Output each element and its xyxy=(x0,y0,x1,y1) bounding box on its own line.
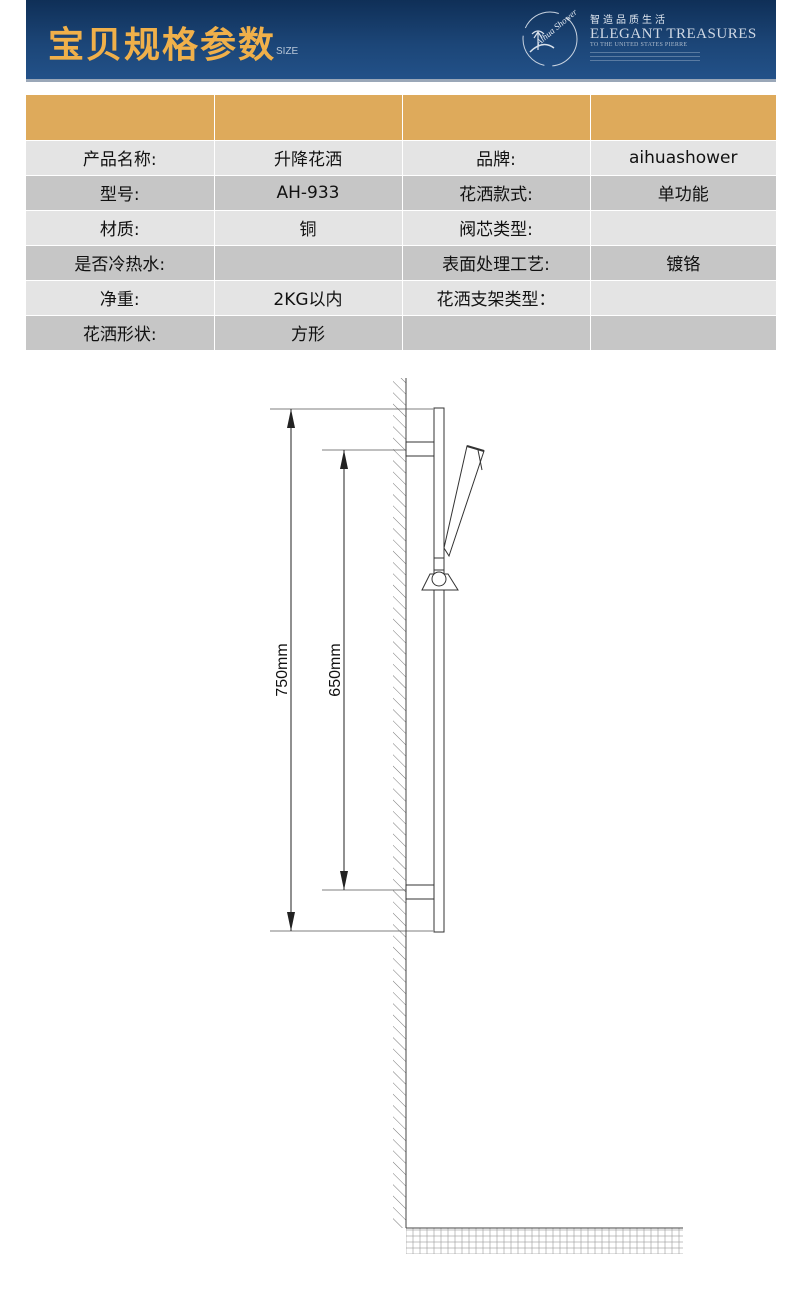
spec-value xyxy=(590,210,776,246)
wall xyxy=(393,378,407,1228)
spec-value: AH-933 xyxy=(214,175,403,211)
spec-label xyxy=(402,315,591,351)
spec-label: 花洒支架类型： xyxy=(402,280,591,316)
spec-value: aihuashower xyxy=(590,140,776,176)
spec-label: 花洒形状: xyxy=(26,315,215,351)
page-title: 宝贝规格参数 xyxy=(48,25,277,66)
spec-label: 产品名称: xyxy=(26,140,215,176)
spec-label: 品牌: xyxy=(402,140,591,176)
dimension-drawing: 750mm 650mm xyxy=(270,378,683,1254)
header-banner: 宝贝规格参数 SIZE Aihua Shower 智造品质生活 ELEGANT … xyxy=(26,0,776,82)
dimension-650 xyxy=(340,450,348,890)
spec-value xyxy=(214,245,403,281)
table-row: 是否冷热水: 表面处理工艺: 镀铬 xyxy=(26,245,776,281)
spec-label: 阀芯类型: xyxy=(402,210,591,246)
brand-decor-lines xyxy=(590,52,700,64)
slide-bar xyxy=(405,407,445,933)
spec-value xyxy=(590,315,776,351)
spec-label: 型号: xyxy=(26,175,215,211)
brand-logo-icon xyxy=(522,11,578,67)
spec-label: 是否冷热水: xyxy=(26,245,215,281)
handshower-icon xyxy=(421,445,485,591)
brand-subtitle: TO THE UNITED STATES PIERRE xyxy=(590,42,688,48)
spec-value: 单功能 xyxy=(590,175,776,211)
spec-label: 花洒款式: xyxy=(402,175,591,211)
table-row: 型号: AH-933 花洒款式: 单功能 xyxy=(26,175,776,211)
table-row: 产品名称: 升降花洒 品牌: aihuashower xyxy=(26,140,776,176)
table-header-cell xyxy=(214,95,403,141)
spec-value: 2KG以内 xyxy=(214,280,403,316)
table-row: 材质: 铜 阀芯类型: xyxy=(26,210,776,246)
table-header-cell xyxy=(26,95,215,141)
table-row: 净重: 2KG以内 花洒支架类型： xyxy=(26,280,776,316)
spec-table: 产品名称: 升降花洒 品牌: aihuashower 型号: AH-933 花洒… xyxy=(26,95,776,351)
extension-lines xyxy=(270,408,433,932)
dimension-750-label: 750mm xyxy=(274,643,291,696)
spec-value: 铜 xyxy=(214,210,403,246)
table-header-cell xyxy=(590,95,776,141)
dimension-650-label: 650mm xyxy=(327,643,344,696)
table-header-cell xyxy=(402,95,591,141)
brand-name: ELEGANT TREASURES xyxy=(590,26,757,42)
spec-value: 升降花洒 xyxy=(214,140,403,176)
brand-slogan: 智造品质生活 xyxy=(590,15,668,26)
spec-value xyxy=(590,280,776,316)
table-row: 花洒形状: 方形 xyxy=(26,315,776,351)
dimension-750 xyxy=(287,409,295,931)
table-header-row xyxy=(26,95,776,141)
spec-value: 镀铬 xyxy=(590,245,776,281)
spec-label: 净重: xyxy=(26,280,215,316)
spec-label: 材质: xyxy=(26,210,215,246)
spec-label: 表面处理工艺: xyxy=(402,245,591,281)
floor-tiles xyxy=(406,1227,683,1254)
spec-value: 方形 xyxy=(214,315,403,351)
size-label: SIZE xyxy=(276,46,299,57)
